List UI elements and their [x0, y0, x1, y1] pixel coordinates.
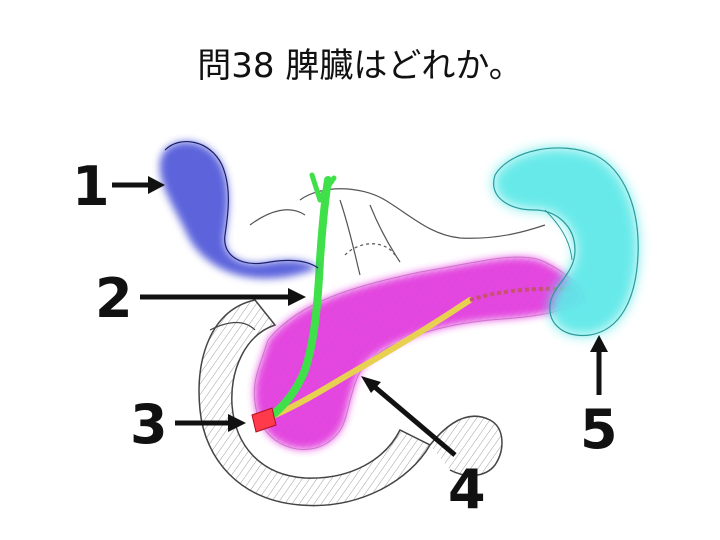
label-5: 5: [580, 398, 618, 461]
label-4: 4: [448, 458, 486, 521]
spleen: [493, 147, 639, 337]
background-organs: [249, 188, 546, 276]
label-1: 1: [72, 155, 110, 218]
label-3: 3: [130, 393, 168, 456]
pancreas: [253, 256, 586, 450]
question-title: 問38 脾臓はどれか。: [197, 46, 523, 86]
label-arrows: [112, 176, 608, 457]
gallbladder: [159, 141, 319, 279]
label-2: 2: [95, 267, 133, 330]
papilla: [251, 407, 277, 433]
bile-duct: [262, 172, 337, 424]
duodenum: [198, 299, 503, 507]
